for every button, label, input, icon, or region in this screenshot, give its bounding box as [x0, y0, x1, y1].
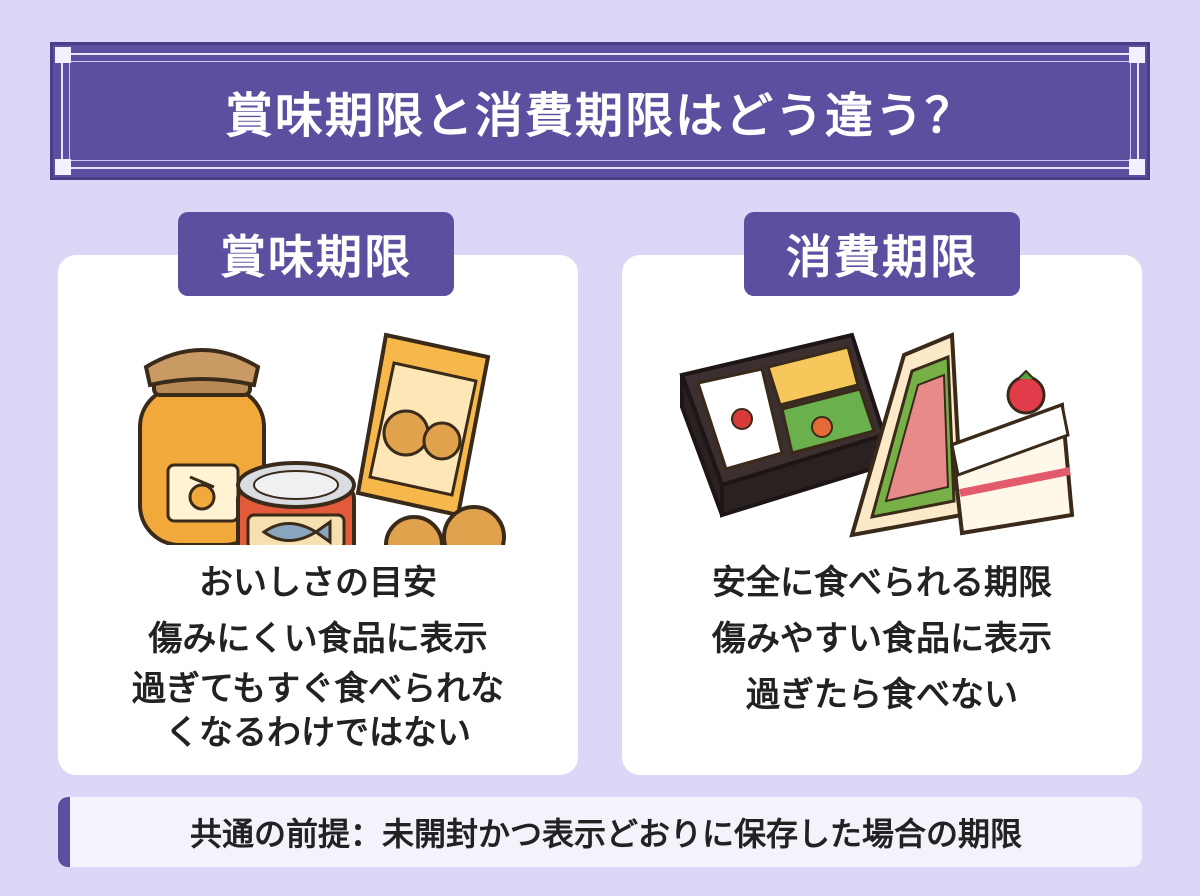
use-by-label: 消費期限: [744, 212, 1020, 296]
description-line: 過ぎてもすぐ食べられな: [131, 669, 505, 709]
title-banner: 賞味期限と消費期限はどう違う？: [50, 42, 1150, 180]
use-by-card: 安全に食べられる期限 傷みやすい食品に表示 過ぎたら食べない: [622, 255, 1142, 775]
use-by-description: 安全に食べられる期限 傷みやすい食品に表示 過ぎたら食べない: [642, 555, 1122, 723]
common-premise-note: 共通の前提：未開封かつ表示どおりに保存した場合の期限: [58, 797, 1142, 867]
fish-can-icon: [236, 461, 356, 545]
page-title: 賞味期限と消費期限はどう違う？: [224, 88, 975, 144]
description-line: くなるわけではない: [165, 713, 471, 753]
description-line: おいしさの目安: [199, 563, 437, 603]
banner-corner-ornament: [55, 47, 71, 63]
description-line: 安全に食べられる期限: [712, 563, 1052, 603]
description-line: 過ぎたら食べない: [746, 675, 1018, 715]
best-before-card: おいしさの目安 傷みにくい食品に表示 過ぎてもすぐ食べられな くなるわけではない: [58, 255, 578, 775]
bento-box-icon: [679, 332, 887, 518]
best-before-description: おいしさの目安 傷みにくい食品に表示 過ぎてもすぐ食べられな くなるわけではない: [78, 555, 558, 755]
honey-jar-icon: [138, 348, 266, 545]
cracker-bag-icon: [355, 332, 491, 518]
banner-corner-ornament: [1129, 47, 1145, 63]
use-by-illustration: [679, 332, 1075, 538]
banner-frame-inner: [69, 61, 1131, 161]
description-line: 傷みにくい食品に表示: [148, 619, 488, 659]
strawberry-cake-icon: [949, 369, 1075, 536]
best-before-label: 賞味期限: [178, 212, 454, 296]
banner-frame-outer: [61, 53, 1139, 169]
description-line: 傷みやすい食品に表示: [712, 619, 1052, 659]
crackers-icon: [384, 505, 506, 545]
best-before-illustration: [138, 332, 506, 545]
banner-corner-ornament: [55, 159, 71, 175]
banner-corner-ornament: [1129, 159, 1145, 175]
sandwich-icon: [849, 332, 965, 538]
